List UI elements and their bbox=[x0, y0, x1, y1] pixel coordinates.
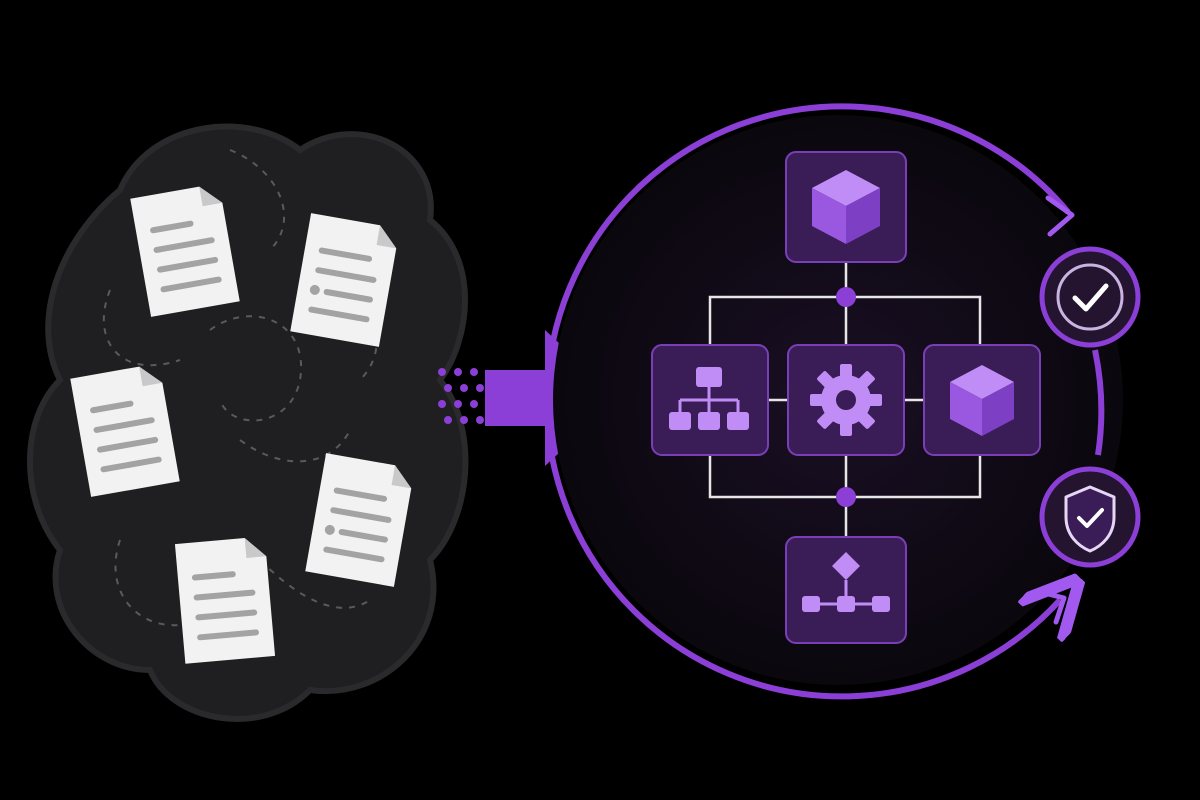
cube-icon bbox=[950, 365, 1014, 436]
decision-flow-icon bbox=[802, 552, 890, 612]
badge-verified bbox=[1039, 246, 1141, 348]
right-arrow-icon bbox=[485, 330, 618, 466]
shield-check-mark bbox=[1077, 508, 1104, 528]
dashed-path bbox=[229, 149, 286, 251]
structured-system bbox=[543, 103, 1141, 700]
page-fold bbox=[391, 465, 412, 489]
flow-arrow bbox=[438, 330, 618, 466]
dashed-path bbox=[102, 289, 181, 367]
document-4 bbox=[305, 453, 412, 587]
page-fold bbox=[376, 225, 397, 249]
orbit-arrow-top bbox=[1045, 195, 1075, 237]
node-engine bbox=[787, 344, 905, 456]
badge-secured bbox=[1039, 466, 1141, 568]
page-icon bbox=[130, 186, 240, 317]
page-icon bbox=[70, 366, 180, 497]
unstructured-cluster bbox=[27, 123, 469, 722]
document-3 bbox=[70, 366, 180, 497]
document-2 bbox=[290, 213, 397, 347]
page-fold bbox=[199, 186, 223, 207]
document-5 bbox=[174, 538, 276, 664]
node-top-cube bbox=[785, 151, 907, 263]
node-hierarchy bbox=[651, 344, 769, 456]
orbit-arc-right bbox=[1092, 349, 1105, 456]
shield-check-icon bbox=[1064, 485, 1116, 553]
dashed-path bbox=[259, 559, 371, 609]
node-workflow bbox=[785, 536, 907, 644]
dashed-path bbox=[239, 429, 351, 463]
check-icon bbox=[1072, 283, 1109, 312]
orbit-arrow-bottom bbox=[1037, 589, 1067, 625]
dashed-path bbox=[209, 315, 303, 422]
particle-trail bbox=[438, 368, 484, 424]
page-fold bbox=[244, 538, 267, 558]
page-fold bbox=[139, 366, 163, 387]
junction-dot bbox=[836, 487, 856, 507]
orbit-arc-main bbox=[543, 103, 1068, 700]
node-right-cube bbox=[923, 344, 1041, 456]
gear-icon bbox=[810, 364, 882, 436]
document-1 bbox=[130, 186, 240, 317]
org-chart-icon bbox=[669, 367, 749, 430]
junction-dot bbox=[836, 287, 856, 307]
cube-icon bbox=[812, 170, 880, 244]
